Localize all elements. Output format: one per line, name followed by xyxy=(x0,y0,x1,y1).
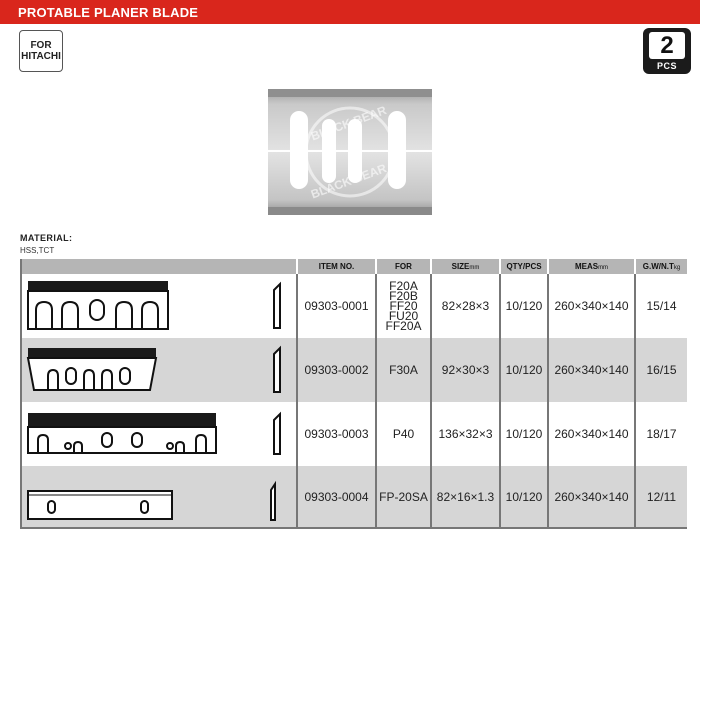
header-qty: QTY/PCS xyxy=(499,259,548,274)
pack-unit: PCS xyxy=(656,61,677,71)
header-gw: G.W/N.Tkg xyxy=(634,259,687,274)
blade-drawing-cell xyxy=(20,338,297,402)
size-cell: 136×32×3 xyxy=(430,402,500,466)
qty-cell: 10/120 xyxy=(499,466,548,529)
brand-badge-line1: FOR xyxy=(30,40,52,51)
header-for: FOR xyxy=(375,259,431,274)
material-value: HSS,TCT xyxy=(20,246,55,255)
spec-table: ITEM NO. FOR SIZEmm QTY/PCS MEASmm G.W/N… xyxy=(20,259,687,529)
item-no-cell: 09303-0002 xyxy=(296,338,376,402)
meas-cell: 260×340×140 xyxy=(547,274,635,338)
size-cell: 92×30×3 xyxy=(430,338,500,402)
gw-cell: 15/14 xyxy=(634,274,687,338)
item-no-cell: 09303-0001 xyxy=(296,274,376,338)
header-meas: MEASmm xyxy=(547,259,635,274)
meas-cell: 260×340×140 xyxy=(547,466,635,529)
blade-drawing-09303-0001 xyxy=(27,281,281,330)
blade-drawing-cell xyxy=(20,274,297,338)
blade-drawing-cell xyxy=(20,466,297,529)
blade-drawing-09303-0004 xyxy=(27,480,276,521)
table-row: 09303-0003 P40 136×32×3 10/120 260×340×1… xyxy=(20,402,687,466)
table-header-row: ITEM NO. FOR SIZEmm QTY/PCS MEASmm G.W/N… xyxy=(20,259,687,274)
gw-cell: 12/11 xyxy=(634,466,687,529)
table-row: 09303-0001 F20A F20B FF20 FU20 FF20A 82×… xyxy=(20,274,687,338)
pack-count: 2 xyxy=(649,32,685,59)
header-drawing xyxy=(20,259,297,274)
for-cell: F30A xyxy=(375,338,431,402)
meas-cell: 260×340×140 xyxy=(547,402,635,466)
header-size: SIZEmm xyxy=(430,259,500,274)
product-photo: BLACK BEAR BLACK BEAR xyxy=(268,89,432,215)
qty-cell: 10/120 xyxy=(499,274,548,338)
size-cell: 82×16×1.3 xyxy=(430,466,500,529)
size-cell: 82×28×3 xyxy=(430,274,500,338)
for-cell: FP-20SA xyxy=(375,466,431,529)
blade-drawing-09303-0003 xyxy=(27,411,281,455)
table-row: 09303-0004 FP-20SA 82×16×1.3 10/120 260×… xyxy=(20,466,687,529)
brand-compatibility-badge: FOR HITACHI xyxy=(19,30,63,72)
item-no-cell: 09303-0003 xyxy=(296,402,376,466)
for-cell: P40 xyxy=(375,402,431,466)
material-label: MATERIAL: xyxy=(20,233,73,243)
gw-cell: 18/17 xyxy=(634,402,687,466)
page-title: PROTABLE PLANER BLADE xyxy=(18,5,199,20)
for-cell: F20A F20B FF20 FU20 FF20A xyxy=(375,274,431,338)
qty-cell: 10/120 xyxy=(499,338,548,402)
blade-drawing-cell xyxy=(20,402,297,466)
item-no-cell: 09303-0004 xyxy=(296,466,376,529)
table-row: 09303-0002 F30A 92×30×3 10/120 260×340×1… xyxy=(20,338,687,402)
title-banner: PROTABLE PLANER BLADE xyxy=(0,0,700,24)
qty-cell: 10/120 xyxy=(499,402,548,466)
brand-badge-line2: HITACHI xyxy=(21,51,61,62)
table-bottom-border xyxy=(20,527,687,529)
gw-cell: 16/15 xyxy=(634,338,687,402)
table-left-border xyxy=(20,259,22,529)
blade-drawing-09303-0002 xyxy=(26,345,281,393)
header-item-no: ITEM NO. xyxy=(296,259,376,274)
pack-quantity-badge: 2 PCS xyxy=(643,28,691,74)
meas-cell: 260×340×140 xyxy=(547,338,635,402)
